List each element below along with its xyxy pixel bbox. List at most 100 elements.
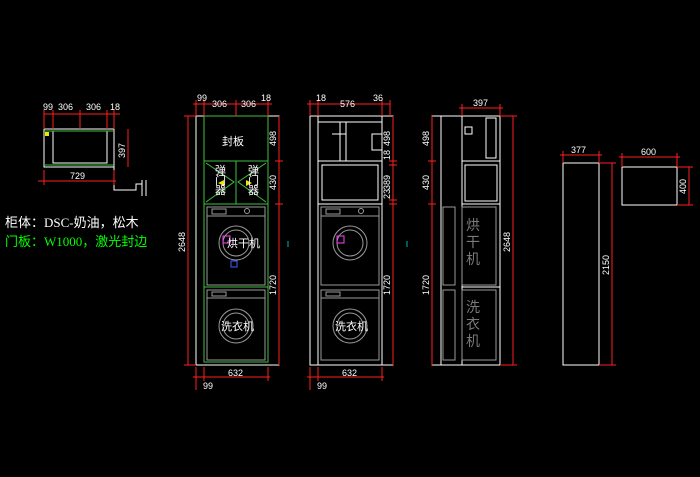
dim-text: 306 <box>241 99 256 109</box>
dryer-side-handle <box>442 206 456 286</box>
side-box <box>464 126 473 135</box>
washer-drum-inner <box>222 312 250 340</box>
spring-door-label: 器 <box>215 184 226 197</box>
dryer-marker <box>336 235 345 244</box>
cabinet-material-note: 柜体：DSC-奶油，松木 <box>5 215 139 230</box>
dim-text: 306 <box>86 102 101 112</box>
spring-door-label: 弹 <box>215 163 226 177</box>
dryer-drum <box>332 225 368 261</box>
spring-latch-icon <box>246 180 252 186</box>
shelf-box-inner <box>321 164 379 201</box>
dryer-marker <box>230 260 238 268</box>
dim-text: 18 <box>261 93 271 103</box>
internal-frame <box>318 121 383 151</box>
dim-text: 632 <box>342 368 357 378</box>
washer-appliance <box>206 289 266 361</box>
door-swing-line <box>237 162 267 203</box>
spring-door-label: 门 <box>215 173 226 187</box>
dim-text: 2648 <box>502 232 512 252</box>
dim-text: 18 <box>110 102 120 112</box>
dim-text: 397 <box>117 143 127 158</box>
dryer-side-body <box>461 206 497 286</box>
small-block-outline <box>621 166 678 206</box>
washer-label: 洗衣机 <box>335 319 368 333</box>
dryer-drum <box>218 225 254 261</box>
washer-side-handle <box>442 289 456 361</box>
dim-text: 498 <box>268 131 278 146</box>
dim-text: 389 <box>382 175 392 190</box>
plan-view: 99 306 306 18 397 729 <box>38 102 147 196</box>
dim-text: 1720 <box>382 275 392 295</box>
dim-text: 632 <box>228 368 243 378</box>
dim-text: 498 <box>421 131 431 146</box>
elevation-side: 烘 干 机 洗 衣 机 397 498 430 1720 2648 <box>421 98 517 366</box>
top-panel-label: 封板 <box>222 134 244 148</box>
dryer-label: 烘干机 <box>227 236 260 250</box>
dim-text: 377 <box>571 145 586 155</box>
door-swing-line <box>205 162 235 203</box>
small-block: 600 400 <box>619 147 693 206</box>
dim-text: 18 <box>382 150 392 160</box>
dim-text: 430 <box>268 175 278 190</box>
dim-text: 306 <box>58 102 73 112</box>
appliance-display <box>325 291 341 297</box>
washer-side-label: 衣 <box>466 317 480 333</box>
dryer-marker <box>222 235 231 244</box>
washer-side-body <box>461 289 497 361</box>
dryer-side-label: 干 <box>466 235 480 251</box>
washer-side-label: 洗 <box>466 300 480 316</box>
elevation-front: 烘干机 洗衣机 封板 弹 门 器 弹 门 器 99 306 306 18 264… <box>177 93 289 391</box>
dim-text: 2648 <box>177 232 187 252</box>
dim-text: 99 <box>43 102 53 112</box>
washer-bay <box>203 286 269 363</box>
washer-drum-inner <box>336 312 364 340</box>
appliance-display <box>211 291 227 297</box>
spring-door-label: 弹 <box>248 163 259 177</box>
elevation-internal: 洗衣机 18 576 36 498 18 389 23 1720 632 99 <box>307 93 408 391</box>
dim-text: 99 <box>197 93 207 103</box>
washer-side-label: 机 <box>466 334 480 350</box>
dim-text: 18 <box>316 93 326 103</box>
spring-door-label: 门 <box>248 173 259 187</box>
spring-door-label: 器 <box>248 184 259 197</box>
plan-marker <box>45 132 49 136</box>
dryer-appliance <box>320 206 380 286</box>
dim-text: 1720 <box>421 275 431 295</box>
dryer-appliance <box>206 206 266 286</box>
dim-text: 729 <box>70 171 85 181</box>
dim-text: 36 <box>373 93 383 103</box>
dim-text: 397 <box>473 98 488 108</box>
dim-text: 99 <box>203 381 213 391</box>
dim-text: 306 <box>212 99 227 109</box>
dim-text: 576 <box>340 99 355 109</box>
appliance-display <box>325 208 341 215</box>
dim-text: 600 <box>641 147 656 157</box>
dim-text: 430 <box>421 175 431 190</box>
washer-appliance <box>320 289 380 361</box>
side-box <box>464 164 498 202</box>
washer-drum <box>332 308 368 344</box>
tall-block: 377 2150 <box>560 145 616 366</box>
spring-latch-icon <box>218 180 224 186</box>
plan-outline <box>43 128 115 168</box>
dim-text: 1720 <box>268 275 278 295</box>
appliance-display <box>211 208 227 215</box>
washer-drum <box>218 308 254 344</box>
side-box <box>485 117 497 159</box>
tall-block-outline <box>562 162 600 366</box>
appliance-knob <box>358 208 364 214</box>
plan-inner <box>52 130 108 164</box>
dryer-side-label: 烘 <box>466 218 480 234</box>
dim-text: 99 <box>317 381 327 391</box>
dim-text: 23 <box>382 189 392 199</box>
door-material-note: 门板：W1000，激光封边 <box>5 234 148 249</box>
washer-label: 洗衣机 <box>221 319 254 333</box>
dryer-side-label: 机 <box>466 252 480 268</box>
dim-text: 400 <box>678 179 688 194</box>
dim-text: 2150 <box>601 255 611 275</box>
appliance-knob <box>244 208 250 214</box>
shelf-box <box>317 160 383 205</box>
plan-wall-line <box>113 167 142 191</box>
